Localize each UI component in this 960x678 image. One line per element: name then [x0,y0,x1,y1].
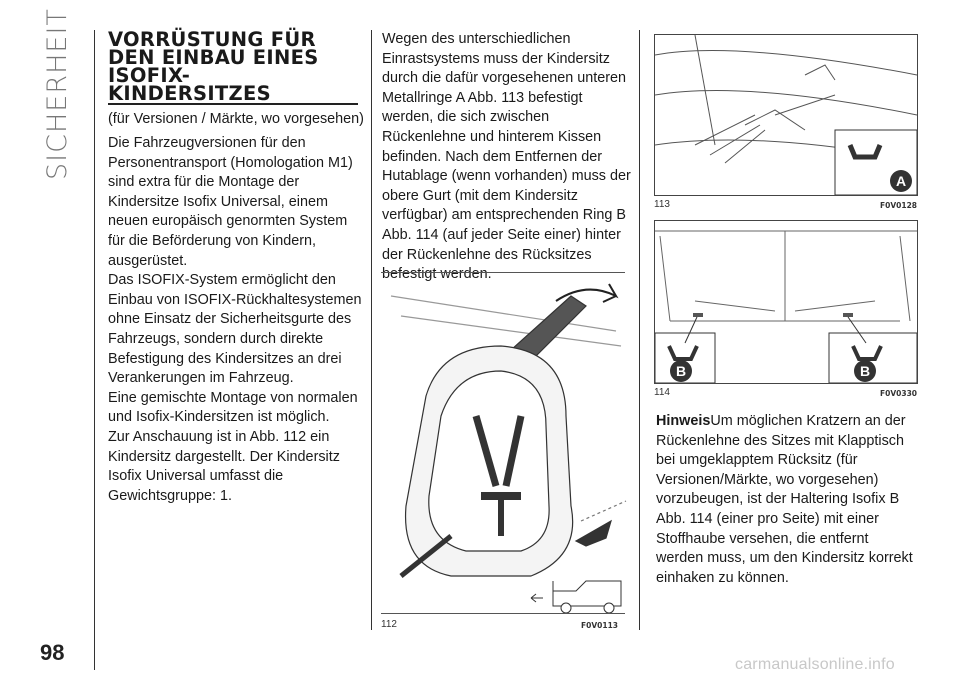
section-label: SICHERHEIT [42,8,73,180]
body-column-1: Die Fahrzeugversionen für den Personentr… [108,134,364,506]
hint-body: Um möglichen Kratzern an der Rückenlehne… [656,413,913,586]
subtitle: (für Versionen / Märkte, wo vorgesehen) [108,111,364,127]
paragraph: Das ISOFIX-System ermöglicht den Einbau … [108,272,362,387]
figure-114-code: F0V0330 [880,389,918,398]
hint-paragraph: HinweisUm möglichen Kratzern an der Rück… [656,412,914,588]
paragraph: Wegen des unterschiedlichen Einrastsyste… [382,31,631,283]
title-line: DEN EINBAU EINES [108,46,319,69]
column-divider-right [639,30,640,630]
watermark: carmanualsonline.info [735,656,895,673]
title-line: ISOFIX- [108,64,191,87]
title-line: KINDERSITZES [108,82,271,105]
figure-113-isofix-ring-illustration: A [654,34,918,196]
column-divider-left [94,30,95,670]
figure-114-callout-b-right: B [860,363,870,379]
figure-113-callout-a: A [896,173,906,189]
figure-114-number: 114 [654,387,670,398]
body-column-2: Wegen des unterschiedlichen Einrastsyste… [382,30,634,285]
page-number: 98 [40,640,65,665]
title-line: VORRÜSTUNG FÜR [108,28,316,51]
page-title: VORRÜSTUNG FÜR DEN EINBAU EINES ISOFIX- … [108,28,360,105]
figure-112-number: 112 [381,619,397,630]
title-rule [108,103,358,105]
paragraph: Die Fahrzeugversionen für den Personentr… [108,135,353,269]
figure-114-callout-b-left: B [676,363,686,379]
figure-112-bottom-rule [381,613,625,614]
figure-113-number: 113 [654,199,670,210]
hint-text: HinweisUm möglichen Kratzern an der Rück… [656,412,914,588]
figure-112-code: F0V0113 [581,621,619,630]
paragraph: Zur Anschauung ist in Abb. 112 ein Kinde… [108,428,340,504]
figure-112-child-seat-illustration [390,283,627,614]
column-divider-mid [371,30,372,630]
hint-label: Hinweis [656,413,711,429]
figure-113-code: F0V0128 [880,201,918,210]
paragraph: Eine gemischte Montage von normalen und … [108,389,358,426]
figure-114-tether-ring-illustration: B B [654,220,918,384]
figure-112-top-rule [381,272,625,273]
